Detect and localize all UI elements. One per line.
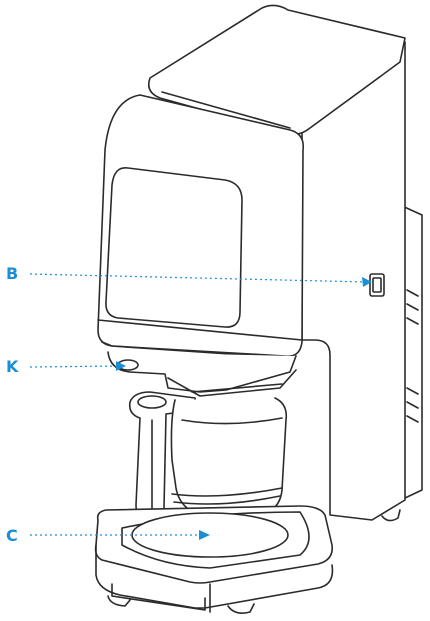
drip-head xyxy=(107,351,297,393)
carafe-base-ring-2 xyxy=(173,495,281,505)
head-band-lower xyxy=(101,341,291,359)
foot-right xyxy=(227,603,255,614)
side-panel xyxy=(301,41,406,521)
carafe-base-ring xyxy=(171,487,283,497)
carafe-shoulder xyxy=(181,417,283,425)
filter-holder xyxy=(167,369,297,397)
callout-k-arrow xyxy=(116,361,126,371)
filter-rim xyxy=(191,383,283,393)
window-panel xyxy=(105,167,243,328)
foot-left xyxy=(107,595,131,607)
callout-label-k: K xyxy=(6,357,19,376)
callout-k-line xyxy=(29,365,121,368)
carafe-body xyxy=(170,397,288,519)
callout-b-arrow xyxy=(362,277,372,287)
top-lid xyxy=(147,4,406,136)
base-drawer xyxy=(111,583,206,611)
callout-label-c: C xyxy=(6,526,18,545)
handle-grip xyxy=(137,395,167,409)
head-band xyxy=(97,319,303,341)
foot-back xyxy=(381,509,401,522)
callout-c-arrow xyxy=(199,530,210,540)
callout-label-b: B xyxy=(6,264,19,283)
side-button-inner xyxy=(372,277,382,293)
callout-b-line xyxy=(29,273,367,283)
lid-inner-edge xyxy=(161,91,291,129)
tank-grille xyxy=(406,289,419,423)
